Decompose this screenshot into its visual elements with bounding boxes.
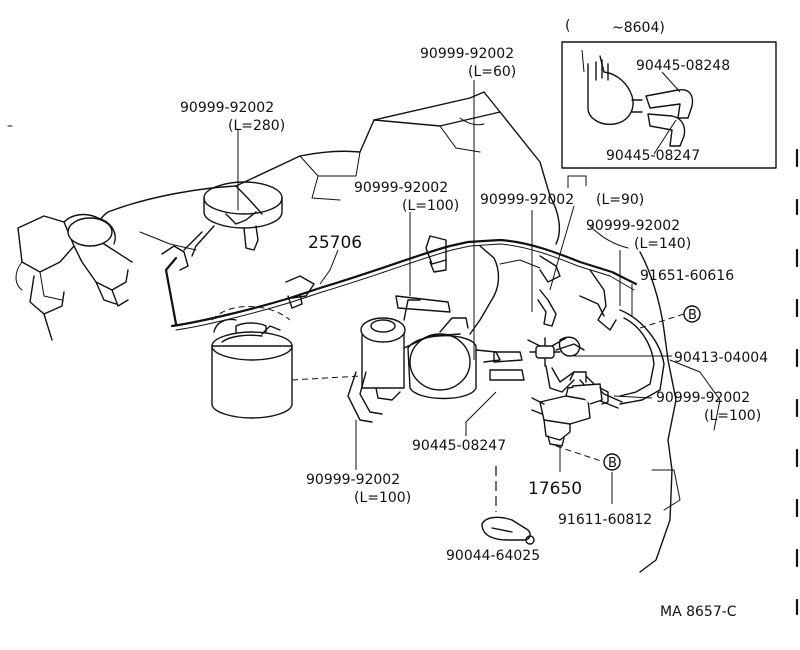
intake-manifold-part [15, 213, 129, 341]
engine-block-outline [97, 91, 721, 573]
ref-circle-b-top [683, 305, 701, 323]
label-hose-l140-length: (L=140) [634, 236, 691, 252]
label-hose-l100-top: 90999-92002 [354, 180, 448, 196]
label-inset-range-open: ( [565, 18, 570, 34]
label-figure-code: MA 8657-C [660, 604, 737, 620]
callout-labels: ( ~8604) 90445-08248 90445-08247 90999-9… [180, 18, 768, 620]
label-hose-l140: 90999-92002 [586, 218, 680, 234]
label-ref-b-bottom: B [608, 456, 617, 471]
label-hose-l60-length: (L=60) [468, 64, 516, 80]
vsv-17650-part [531, 371, 609, 447]
dashed-guides [495, 313, 685, 512]
leader-lines [237, 49, 681, 504]
label-inset-hose-a: 90445-08248 [636, 58, 730, 74]
label-hose-l90: 90999-92002 [480, 192, 574, 208]
label-hose-l90-length: (L=90) [596, 192, 644, 208]
label-pipe-25706: 25706 [308, 233, 362, 253]
vacuum-pipe-25706 [161, 235, 638, 331]
label-hose-l100-top-length: (L=100) [402, 198, 459, 214]
label-hose-l100-right-length: (L=100) [704, 408, 761, 424]
label-hose-l280-length: (L=280) [228, 118, 285, 134]
label-connector-90413: 90413-04004 [674, 350, 768, 366]
filter-cap-part [183, 181, 283, 257]
label-hose-l280: 90999-92002 [180, 100, 274, 116]
label-ref-b-top: B [688, 308, 697, 323]
reference-markers [603, 305, 701, 471]
hose-segments [347, 255, 665, 423]
label-clip-90044: 90044-64025 [446, 548, 540, 564]
label-hose-l100-right: 90999-92002 [656, 390, 750, 406]
label-clamp-91651: 91651-60616 [640, 268, 734, 284]
label-bolt-91611: 91611-60812 [558, 512, 652, 528]
hose-clip-part [481, 516, 535, 545]
label-hose-l100-left: 90999-92002 [306, 472, 400, 488]
page-edge-marks [7, 125, 799, 616]
charcoal-canister-part [211, 306, 361, 419]
label-hose-l60: 90999-92002 [420, 46, 514, 62]
vacuum-tank-assembly [360, 295, 501, 401]
inset-detail-box [561, 41, 777, 169]
label-inset-hose-b: 90445-08247 [606, 148, 700, 164]
t-connector-part [527, 337, 567, 367]
label-hose-l100-left-length: (L=100) [354, 490, 411, 506]
label-inset-range-value: ~8604) [612, 20, 665, 36]
label-vsv-17650: 17650 [528, 479, 582, 499]
label-hose-90445-main: 90445-08247 [412, 438, 506, 454]
